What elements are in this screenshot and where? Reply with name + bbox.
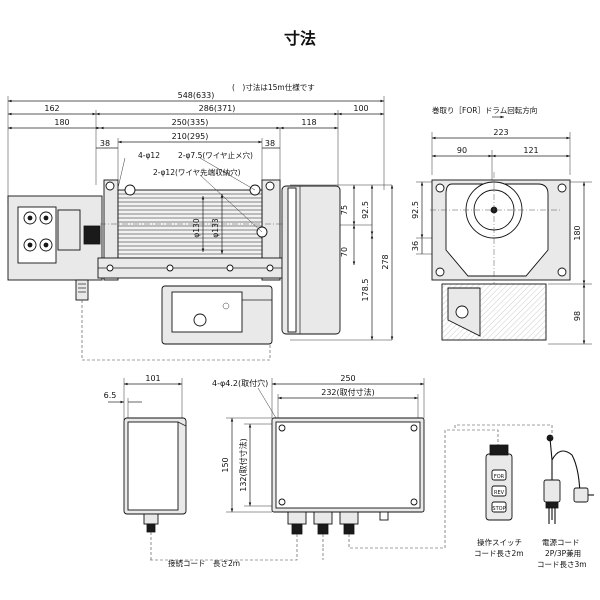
dim-end-92-5: 92.5 — [411, 201, 420, 219]
side-view-dimensions: 548(633) 162 286(371) 100 180 250(335) 1… — [7, 91, 394, 341]
power-plug — [454, 424, 594, 524]
caption-power-1: 電源コード — [542, 538, 580, 547]
winch-side-view: φ130 φ133 4-φ12 2-φ7.5(ワイヤ止メ穴) 2-φ12(ワイヤ… — [7, 150, 341, 350]
caption-connection-cord: 接続コード 長さ2m — [168, 558, 240, 568]
control-box-top: 4-φ4.2(取付穴) 250 232(取付寸法) 150 132(取付寸法) — [150, 374, 499, 561]
caption-power-2: 2P/3P兼用 — [545, 548, 581, 558]
dim-box-232: 232(取付寸法) — [321, 387, 375, 397]
connection-cord-path — [81, 345, 271, 361]
dim-phi130: φ130 — [192, 218, 201, 237]
dim-118: 118 — [301, 118, 316, 127]
dim-36: 36 — [411, 241, 420, 251]
label-wire-tip-holes: 2-φ12(ワイヤ先端収納穴) — [153, 167, 241, 177]
caption-power-3: コード長さ3m — [537, 560, 587, 569]
page-title: 寸法 — [284, 29, 316, 48]
dim-90: 90 — [457, 146, 467, 155]
dim-70: 70 — [340, 247, 349, 257]
dim-box-132: 132(取付寸法) — [238, 438, 248, 492]
stop-button-label: STOP — [492, 506, 505, 512]
dim-38-left: 38 — [100, 139, 110, 148]
dim-223: 223 — [493, 128, 508, 137]
dim-98: 98 — [573, 311, 582, 321]
dim-overall: 548(633) — [178, 91, 215, 100]
caption-switch-1: 操作スイッチ — [477, 537, 522, 547]
rotation-direction-label: 巻取り［FOR］ドラム回転方向 — [432, 105, 537, 115]
rev-button — [491, 485, 507, 497]
spec-note: ( )寸法は15m仕様です — [232, 82, 315, 92]
dim-286: 286(371) — [199, 104, 236, 113]
dim-phi133: φ133 — [211, 218, 220, 237]
dim-100: 100 — [353, 104, 368, 113]
dim-121: 121 — [523, 146, 538, 155]
dim-178-5: 178.5 — [361, 279, 370, 302]
caption-switch-2: コード長さ2m — [474, 549, 524, 558]
dim-92-5: 92.5 — [361, 201, 370, 219]
for-button-label: FOR — [494, 474, 505, 480]
control-box-front: 101 6.5 — [104, 374, 187, 561]
for-button — [491, 469, 507, 481]
dim-162: 162 — [44, 104, 59, 113]
dim-38-right: 38 — [265, 139, 275, 148]
stop-button — [491, 501, 507, 513]
rev-button-label: REV — [494, 490, 505, 496]
motor — [281, 185, 341, 335]
pendant-switch: FOR REV STOP — [485, 444, 513, 521]
dim-end-180: 180 — [573, 225, 582, 240]
dim-6-5: 6.5 — [104, 391, 117, 400]
label-mount-holes: 4-φ4.2(取付穴) — [212, 378, 268, 388]
dim-210: 210(295) — [172, 132, 209, 141]
winch-end-view: 巻取り［FOR］ドラム回転方向 223 90 121 92.5 36 180 — [411, 105, 592, 345]
label-wire-stop-holes: 2-φ7.5(ワイヤ止メ穴) — [178, 150, 253, 160]
dim-250: 250(335) — [172, 118, 209, 127]
dim-278: 278 — [381, 254, 390, 269]
label-4-phi12: 4-φ12 — [138, 151, 160, 160]
dim-180: 180 — [54, 118, 69, 127]
dim-box-150: 150 — [221, 457, 230, 472]
dim-75: 75 — [340, 205, 349, 215]
dim-101: 101 — [145, 374, 160, 383]
dim-box-250: 250 — [340, 374, 355, 383]
